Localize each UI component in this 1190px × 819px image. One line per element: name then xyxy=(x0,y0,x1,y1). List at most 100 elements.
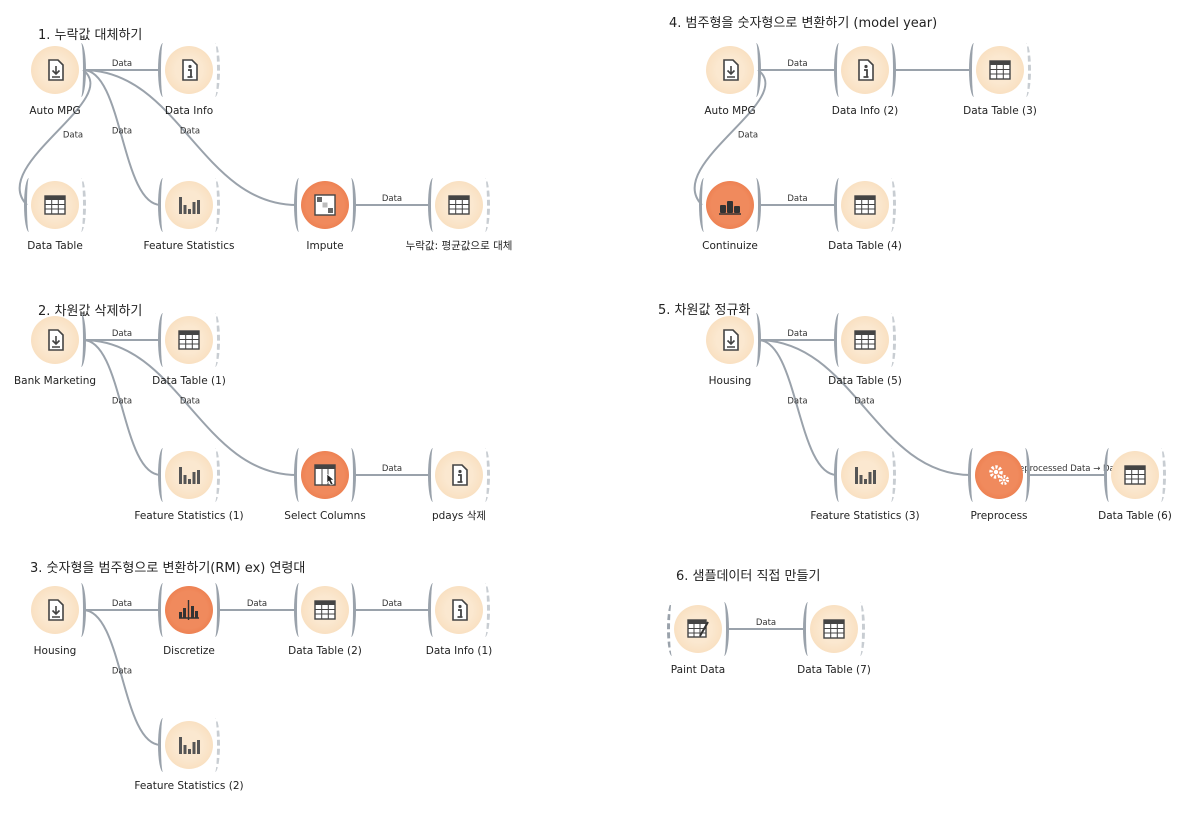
output-channel[interactable] xyxy=(346,448,356,502)
link-auto-mpg-to-feature-statistics[interactable] xyxy=(82,69,162,206)
output-channel[interactable] xyxy=(346,583,356,637)
input-channel[interactable] xyxy=(158,43,168,97)
input-channel[interactable] xyxy=(428,448,438,502)
node-widget[interactable] xyxy=(435,451,483,499)
input-channel[interactable] xyxy=(428,583,438,637)
link-label: Data xyxy=(180,397,200,407)
input-channel[interactable] xyxy=(428,178,438,232)
input-channel[interactable] xyxy=(803,602,813,656)
output-channel[interactable] xyxy=(210,178,220,232)
node-widget[interactable] xyxy=(31,46,79,94)
node-widget[interactable] xyxy=(706,316,754,364)
node-label: Data Table (7) xyxy=(797,664,871,676)
output-channel[interactable] xyxy=(480,448,490,502)
link-housing-5-to-feature-statistics-3[interactable] xyxy=(757,339,838,476)
output-channel[interactable] xyxy=(1021,43,1031,97)
link-label: Data xyxy=(854,397,874,407)
table-icon xyxy=(42,192,68,218)
output-channel[interactable] xyxy=(751,43,761,97)
node-widget[interactable] xyxy=(31,586,79,634)
node-widget[interactable] xyxy=(165,586,213,634)
node-widget[interactable] xyxy=(165,316,213,364)
link-auto-mpg-4-to-continuize[interactable] xyxy=(693,69,767,206)
output-channel[interactable] xyxy=(480,178,490,232)
output-channel[interactable] xyxy=(76,583,86,637)
input-channel[interactable] xyxy=(294,583,304,637)
node-widget[interactable] xyxy=(301,586,349,634)
input-channel[interactable] xyxy=(294,178,304,232)
input-channel[interactable] xyxy=(969,43,979,97)
input-channel[interactable] xyxy=(1104,448,1114,502)
node-widget[interactable] xyxy=(841,451,889,499)
output-channel[interactable] xyxy=(346,178,356,232)
output-channel[interactable] xyxy=(76,313,86,367)
output-channel[interactable] xyxy=(751,313,761,367)
output-channel[interactable] xyxy=(886,313,896,367)
node-widget[interactable] xyxy=(706,181,754,229)
node-widget[interactable] xyxy=(674,605,722,653)
output-channel[interactable] xyxy=(210,448,220,502)
node-widget[interactable] xyxy=(810,605,858,653)
heading-section-2: 2. 차원값 삭제하기 xyxy=(38,304,143,319)
link-bank-marketing-to-feature-statistics-1[interactable] xyxy=(82,339,162,476)
node-label: pdays 삭제 xyxy=(431,510,487,522)
link-housing-5-to-preprocess[interactable] xyxy=(757,339,972,476)
node-widget[interactable] xyxy=(1111,451,1159,499)
node-widget[interactable] xyxy=(31,181,79,229)
output-channel[interactable] xyxy=(1020,448,1030,502)
output-channel[interactable] xyxy=(210,718,220,772)
node-label: Feature Statistics (3) xyxy=(810,510,920,522)
input-channel[interactable] xyxy=(158,583,168,637)
node-label: Preprocess xyxy=(970,510,1028,522)
node-widget[interactable] xyxy=(976,46,1024,94)
input-channel[interactable] xyxy=(24,178,34,232)
node-widget[interactable] xyxy=(165,721,213,769)
node-widget[interactable] xyxy=(301,181,349,229)
output-channel[interactable] xyxy=(886,43,896,97)
output-channel[interactable] xyxy=(210,313,220,367)
output-channel[interactable] xyxy=(76,43,86,97)
output-channel[interactable] xyxy=(210,43,220,97)
input-channel[interactable] xyxy=(834,313,844,367)
link-bank-marketing-to-select-columns[interactable] xyxy=(82,339,298,476)
output-channel[interactable] xyxy=(76,178,86,232)
output-channel[interactable] xyxy=(886,178,896,232)
node-widget[interactable] xyxy=(706,46,754,94)
input-channel[interactable] xyxy=(834,178,844,232)
input-channel[interactable] xyxy=(294,448,304,502)
node-widget[interactable] xyxy=(435,181,483,229)
node-widget[interactable] xyxy=(165,181,213,229)
node-widget[interactable] xyxy=(841,316,889,364)
link-auto-mpg-to-impute[interactable] xyxy=(82,69,298,206)
table-icon xyxy=(176,327,202,353)
output-channel[interactable] xyxy=(1156,448,1166,502)
input-channel[interactable] xyxy=(667,602,677,656)
node-widget[interactable] xyxy=(165,46,213,94)
node-label: Data Info (2) xyxy=(831,105,899,117)
table-icon xyxy=(852,327,878,353)
heading-section-6: 6. 샘플데이터 직접 만들기 xyxy=(676,569,821,584)
node-widget[interactable] xyxy=(31,316,79,364)
output-channel[interactable] xyxy=(886,448,896,502)
node-widget[interactable] xyxy=(975,451,1023,499)
input-channel[interactable] xyxy=(699,178,709,232)
link-auto-mpg-to-data-table[interactable] xyxy=(18,69,92,206)
output-channel[interactable] xyxy=(480,583,490,637)
input-channel[interactable] xyxy=(834,448,844,502)
link-housing-3-to-feature-statistics-2[interactable] xyxy=(82,609,162,746)
node-widget[interactable] xyxy=(435,586,483,634)
node-widget[interactable] xyxy=(165,451,213,499)
input-channel[interactable] xyxy=(158,718,168,772)
output-channel[interactable] xyxy=(210,583,220,637)
input-channel[interactable] xyxy=(158,448,168,502)
output-channel[interactable] xyxy=(719,602,729,656)
node-widget[interactable] xyxy=(301,451,349,499)
output-channel[interactable] xyxy=(751,178,761,232)
input-channel[interactable] xyxy=(158,178,168,232)
input-channel[interactable] xyxy=(834,43,844,97)
input-channel[interactable] xyxy=(158,313,168,367)
input-channel[interactable] xyxy=(968,448,978,502)
node-widget[interactable] xyxy=(841,181,889,229)
output-channel[interactable] xyxy=(855,602,865,656)
node-widget[interactable] xyxy=(841,46,889,94)
